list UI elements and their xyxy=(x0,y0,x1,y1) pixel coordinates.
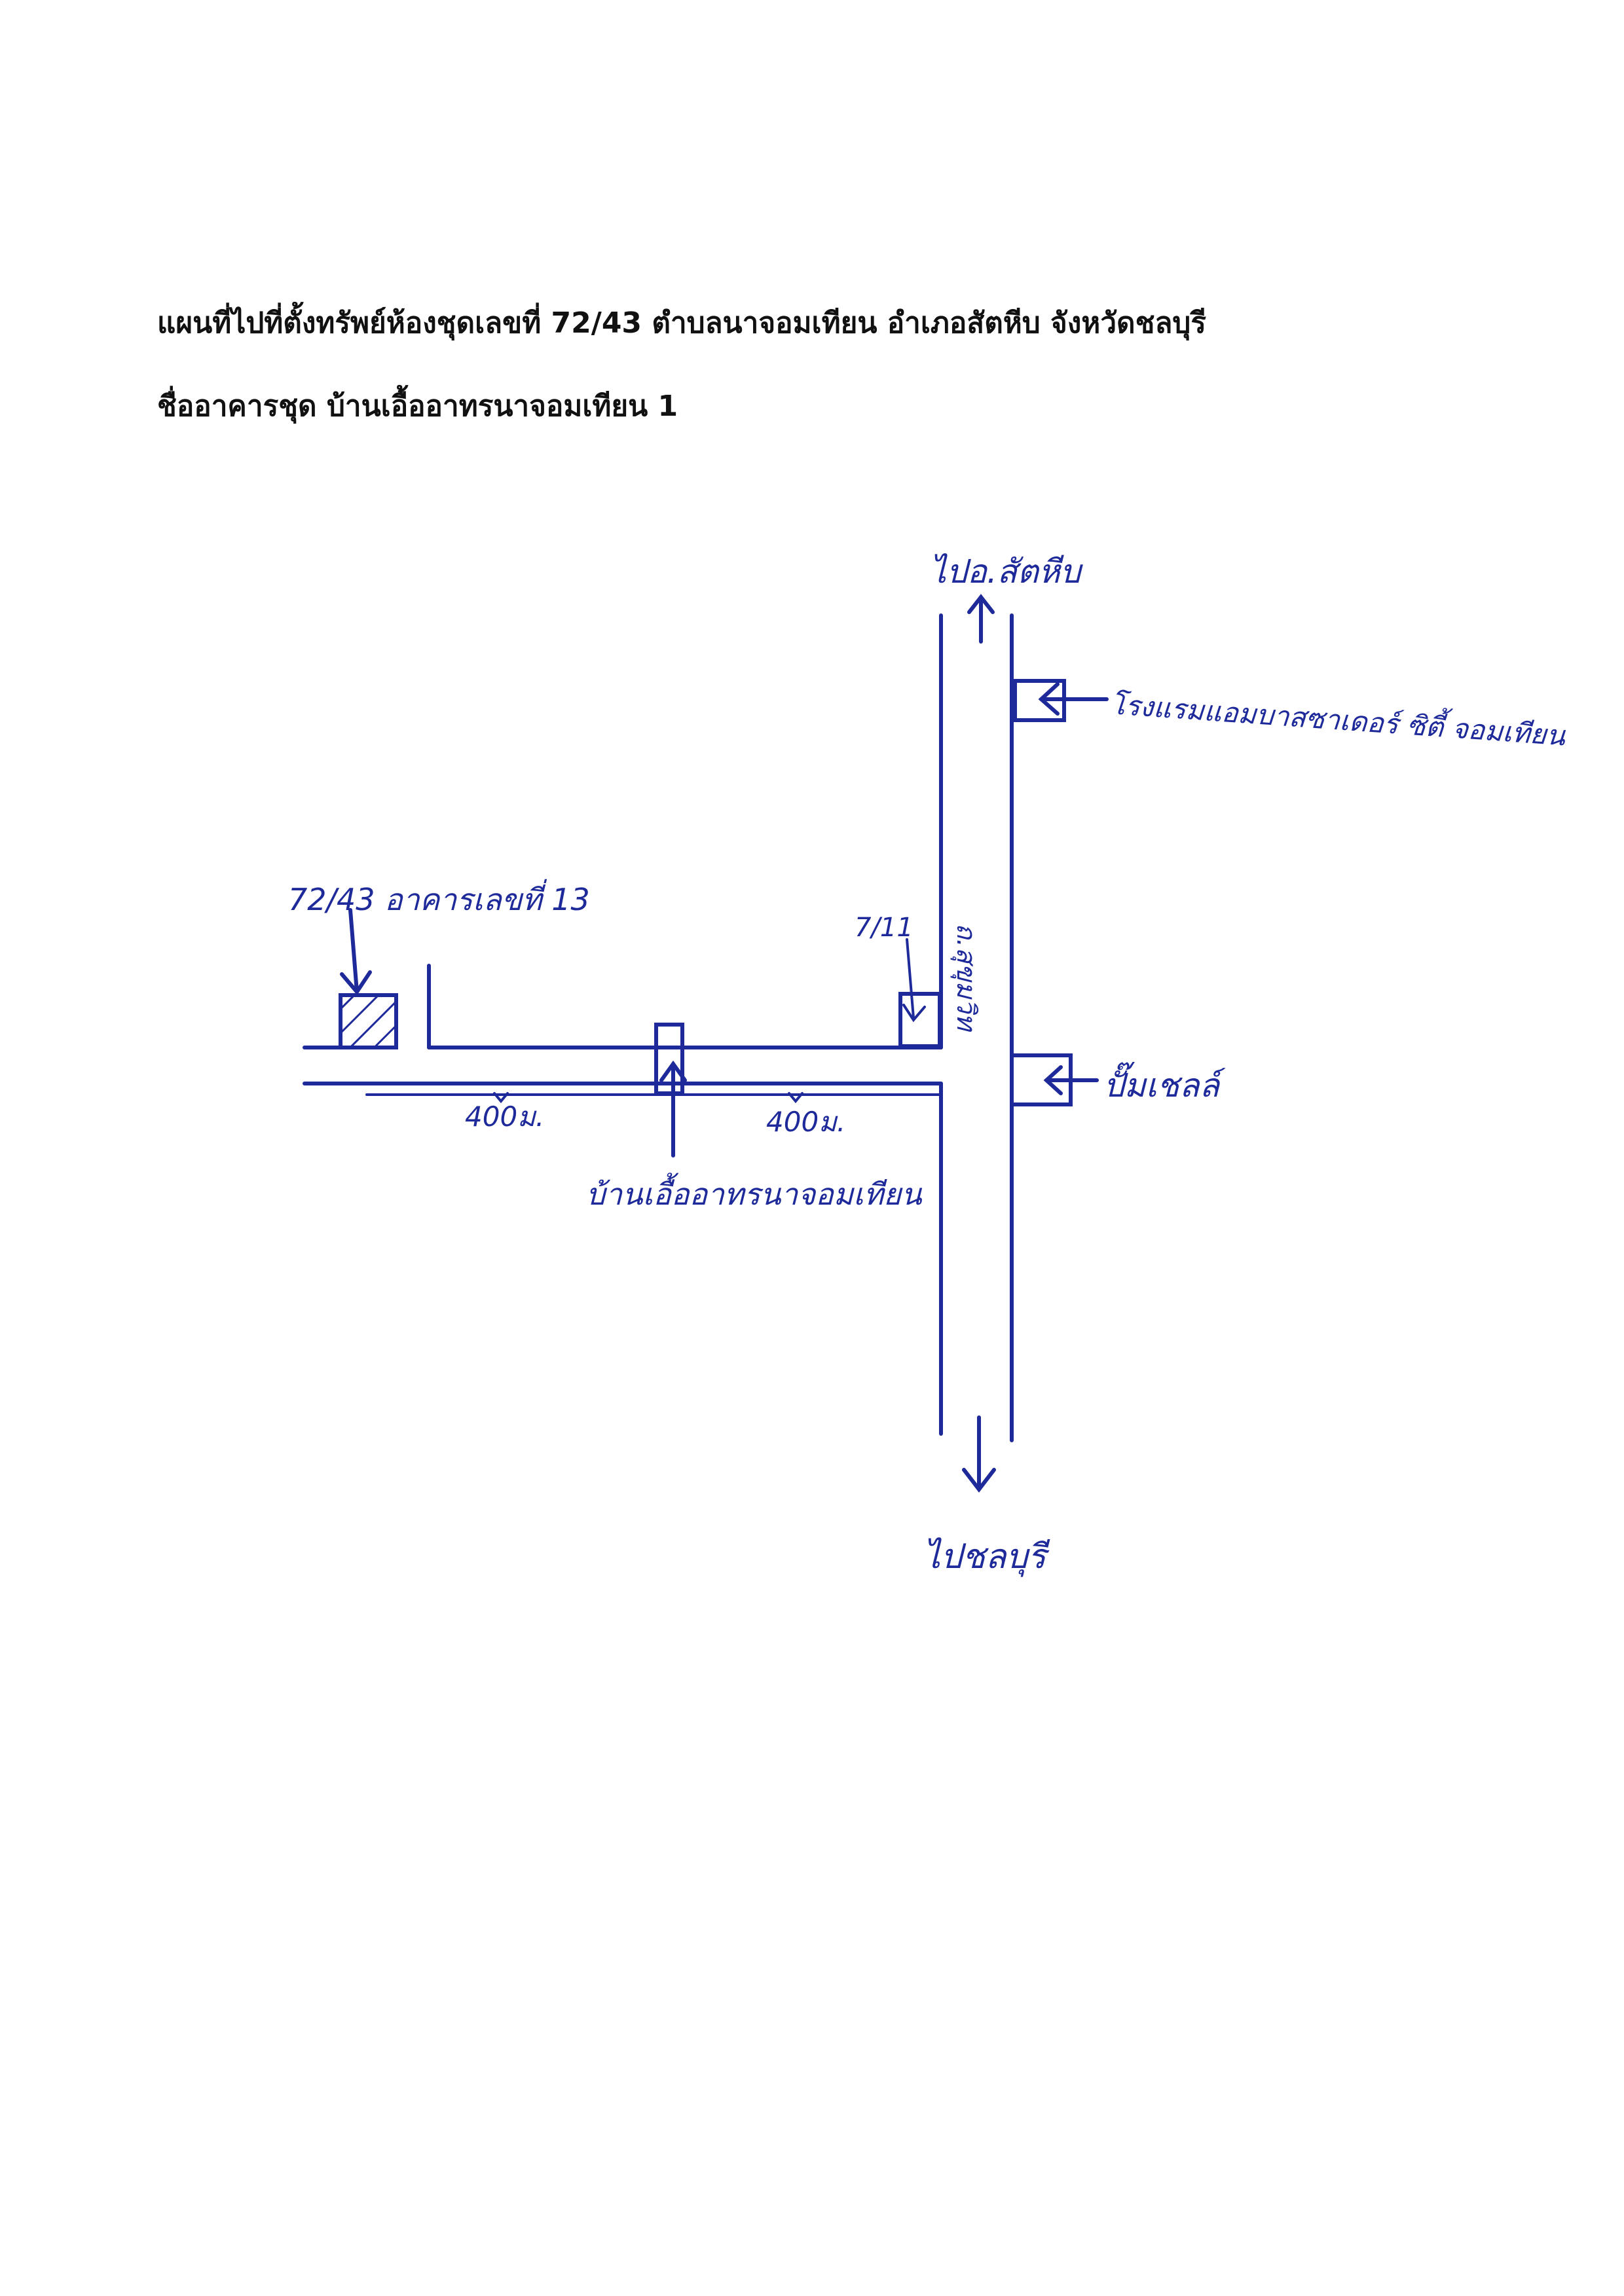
distance-tick-2 xyxy=(788,1092,803,1104)
label-shell: ปั๊มเชลล์ xyxy=(1103,1062,1226,1104)
seven-eleven-marker-box xyxy=(898,992,942,1048)
seven-eleven-pointer xyxy=(906,938,915,1019)
unit-pointer-arrowhead xyxy=(340,970,372,995)
project-pointer-arrowhead xyxy=(659,1060,687,1082)
map-title-line-1: แผนที่ไปที่ตั้งทรัพย์ห้องชุดเลขที่ 72/43… xyxy=(157,306,1206,340)
distance-tick-1 xyxy=(493,1092,509,1104)
label-road-name: ถ.สุขุมวิท xyxy=(950,923,981,1032)
label-project: บ้านเอื้ออาทรนาจอมเทียน xyxy=(586,1173,923,1212)
hotel-pointer-arrowhead xyxy=(1038,682,1060,716)
label-to-sattahip: ไปอ.สัตหีบ xyxy=(930,553,1084,591)
building-13-hatched-box xyxy=(339,993,398,1049)
project-marker-box xyxy=(654,1023,684,1095)
south-arrow-head xyxy=(962,1468,996,1493)
label-to-chonburi: ไปชลบุรี xyxy=(923,1537,1050,1577)
label-unit: 72/43 อาคารเลขที่ 13 xyxy=(288,879,590,917)
map-title-line-2: ชื่ออาคารชุด บ้านเอื้ออาทรนาจอมเทียน 1 xyxy=(157,390,678,423)
label-seven-eleven: 7/11 xyxy=(855,913,913,943)
label-distance-2: 400ม. xyxy=(766,1106,845,1138)
unit-pointer-arrow xyxy=(348,908,359,994)
label-hotel: โรงแรมแอมบาสซาเดอร์ ซิตี้ จอมเทียน xyxy=(1109,684,1567,752)
north-arrow-head xyxy=(967,594,995,614)
shell-pointer-arrowhead xyxy=(1043,1065,1063,1095)
label-distance-1: 400ม. xyxy=(465,1101,544,1133)
seven-eleven-pointer-arrowhead xyxy=(902,1004,926,1023)
